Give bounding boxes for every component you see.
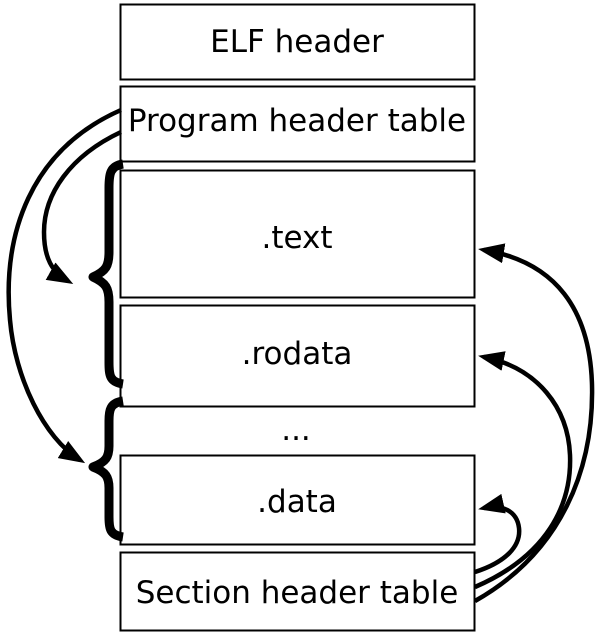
arrow-section-header-to-rodata: [474, 351, 573, 590]
box-program-header-table: Program header table: [119, 85, 476, 163]
box-text-section: .text: [119, 169, 476, 299]
box-rodata-section: .rodata: [119, 304, 476, 408]
brace-ellipsis-data-group: [88, 396, 124, 542]
data-section-label: .data: [257, 484, 337, 520]
box-data-section: .data: [119, 454, 476, 546]
rodata-section-rect: [119, 304, 476, 408]
text-section-rect: [119, 169, 476, 299]
arrow-program-header-to-upper-group: [41, 129, 122, 284]
program-header-table-label: Program header table: [128, 103, 466, 139]
data-section-rect: [119, 454, 476, 546]
box-section-header-table: Section header table: [119, 551, 476, 632]
section-header-table-label: Section header table: [136, 575, 459, 611]
arrow-program-header-to-lower-group: [6, 107, 122, 464]
elf-header-label: ELF header: [210, 24, 384, 60]
ellipsis-label: ...: [281, 412, 311, 448]
elf-header-rect: [119, 3, 476, 81]
text-section-label: .text: [261, 220, 332, 256]
program-header-table-rect: [119, 85, 476, 163]
right-reference-curves: [473, 243, 595, 603]
section-header-table-rect: [119, 551, 476, 632]
box-elf-header: ELF header: [119, 3, 476, 81]
arrow-section-header-to-data: [474, 493, 522, 575]
arrow-section-header-to-text: [473, 243, 595, 603]
brace-text-rodata-group: [88, 159, 125, 389]
left-reference-curves: [6, 107, 122, 464]
rodata-section-label: .rodata: [242, 336, 353, 372]
